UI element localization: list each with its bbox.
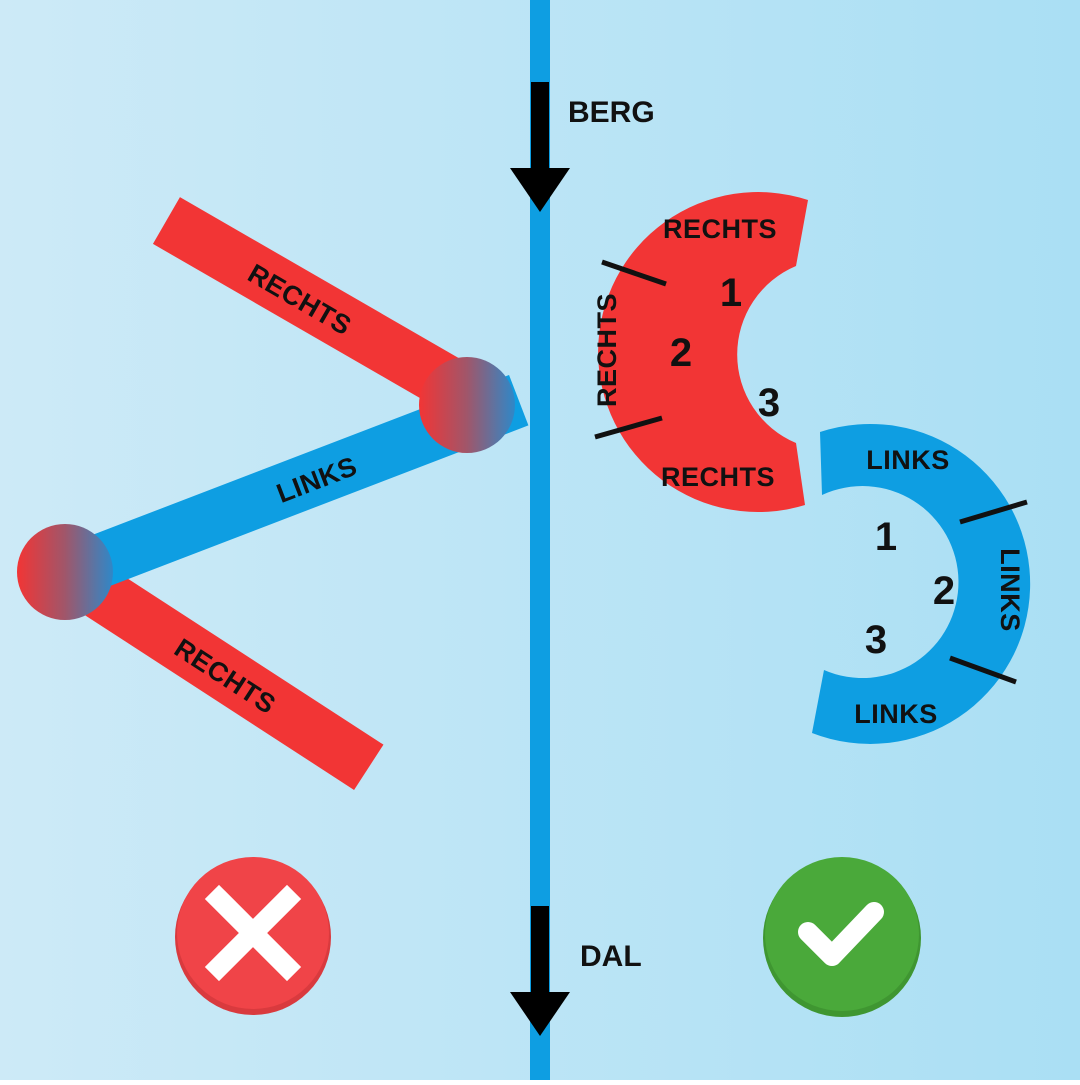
red-bottom-label: RECHTS xyxy=(661,462,775,492)
berg-label: BERG xyxy=(568,96,655,129)
checkmark-icon xyxy=(798,902,884,966)
upper-joint xyxy=(419,357,515,453)
blue-number-2: 2 xyxy=(933,569,955,613)
correct-badge xyxy=(763,857,921,1017)
red-divider-top xyxy=(601,259,667,287)
blue-number-3: 3 xyxy=(865,618,887,662)
blue-turn: LINKS LINKS LINKS 1 2 3 xyxy=(812,423,1031,744)
x-icon xyxy=(204,884,302,982)
fall-line xyxy=(530,0,550,1080)
red-number-2: 2 xyxy=(670,331,692,375)
red-turn: RECHTS RECHTS RECHTS 1 2 3 xyxy=(592,192,808,513)
blue-number-1: 1 xyxy=(875,515,897,559)
red-top-label: RECHTS xyxy=(663,214,777,244)
blue-divider-bottom xyxy=(949,655,1017,685)
red-arc xyxy=(598,192,808,513)
red-divider-bottom xyxy=(594,415,663,440)
lower-joint xyxy=(17,524,113,620)
wrong-example: RECHTS RECHTS LINKS xyxy=(17,197,529,790)
blue-middle-label: LINKS xyxy=(995,548,1025,632)
wrong-badge xyxy=(175,857,331,1015)
lower-red-segment: RECHTS xyxy=(60,554,384,790)
blue-bottom-label: LINKS xyxy=(854,699,938,729)
blue-top-label: LINKS xyxy=(866,445,950,475)
red-middle-label: RECHTS xyxy=(592,293,622,407)
red-number-3: 3 xyxy=(758,381,780,425)
red-number-1: 1 xyxy=(720,271,742,315)
blue-arc xyxy=(812,423,1031,744)
dal-label: DAL xyxy=(580,940,642,973)
berg-arrow-icon xyxy=(510,82,570,212)
dal-arrow-icon xyxy=(510,906,570,1036)
blue-divider-top xyxy=(959,499,1028,525)
